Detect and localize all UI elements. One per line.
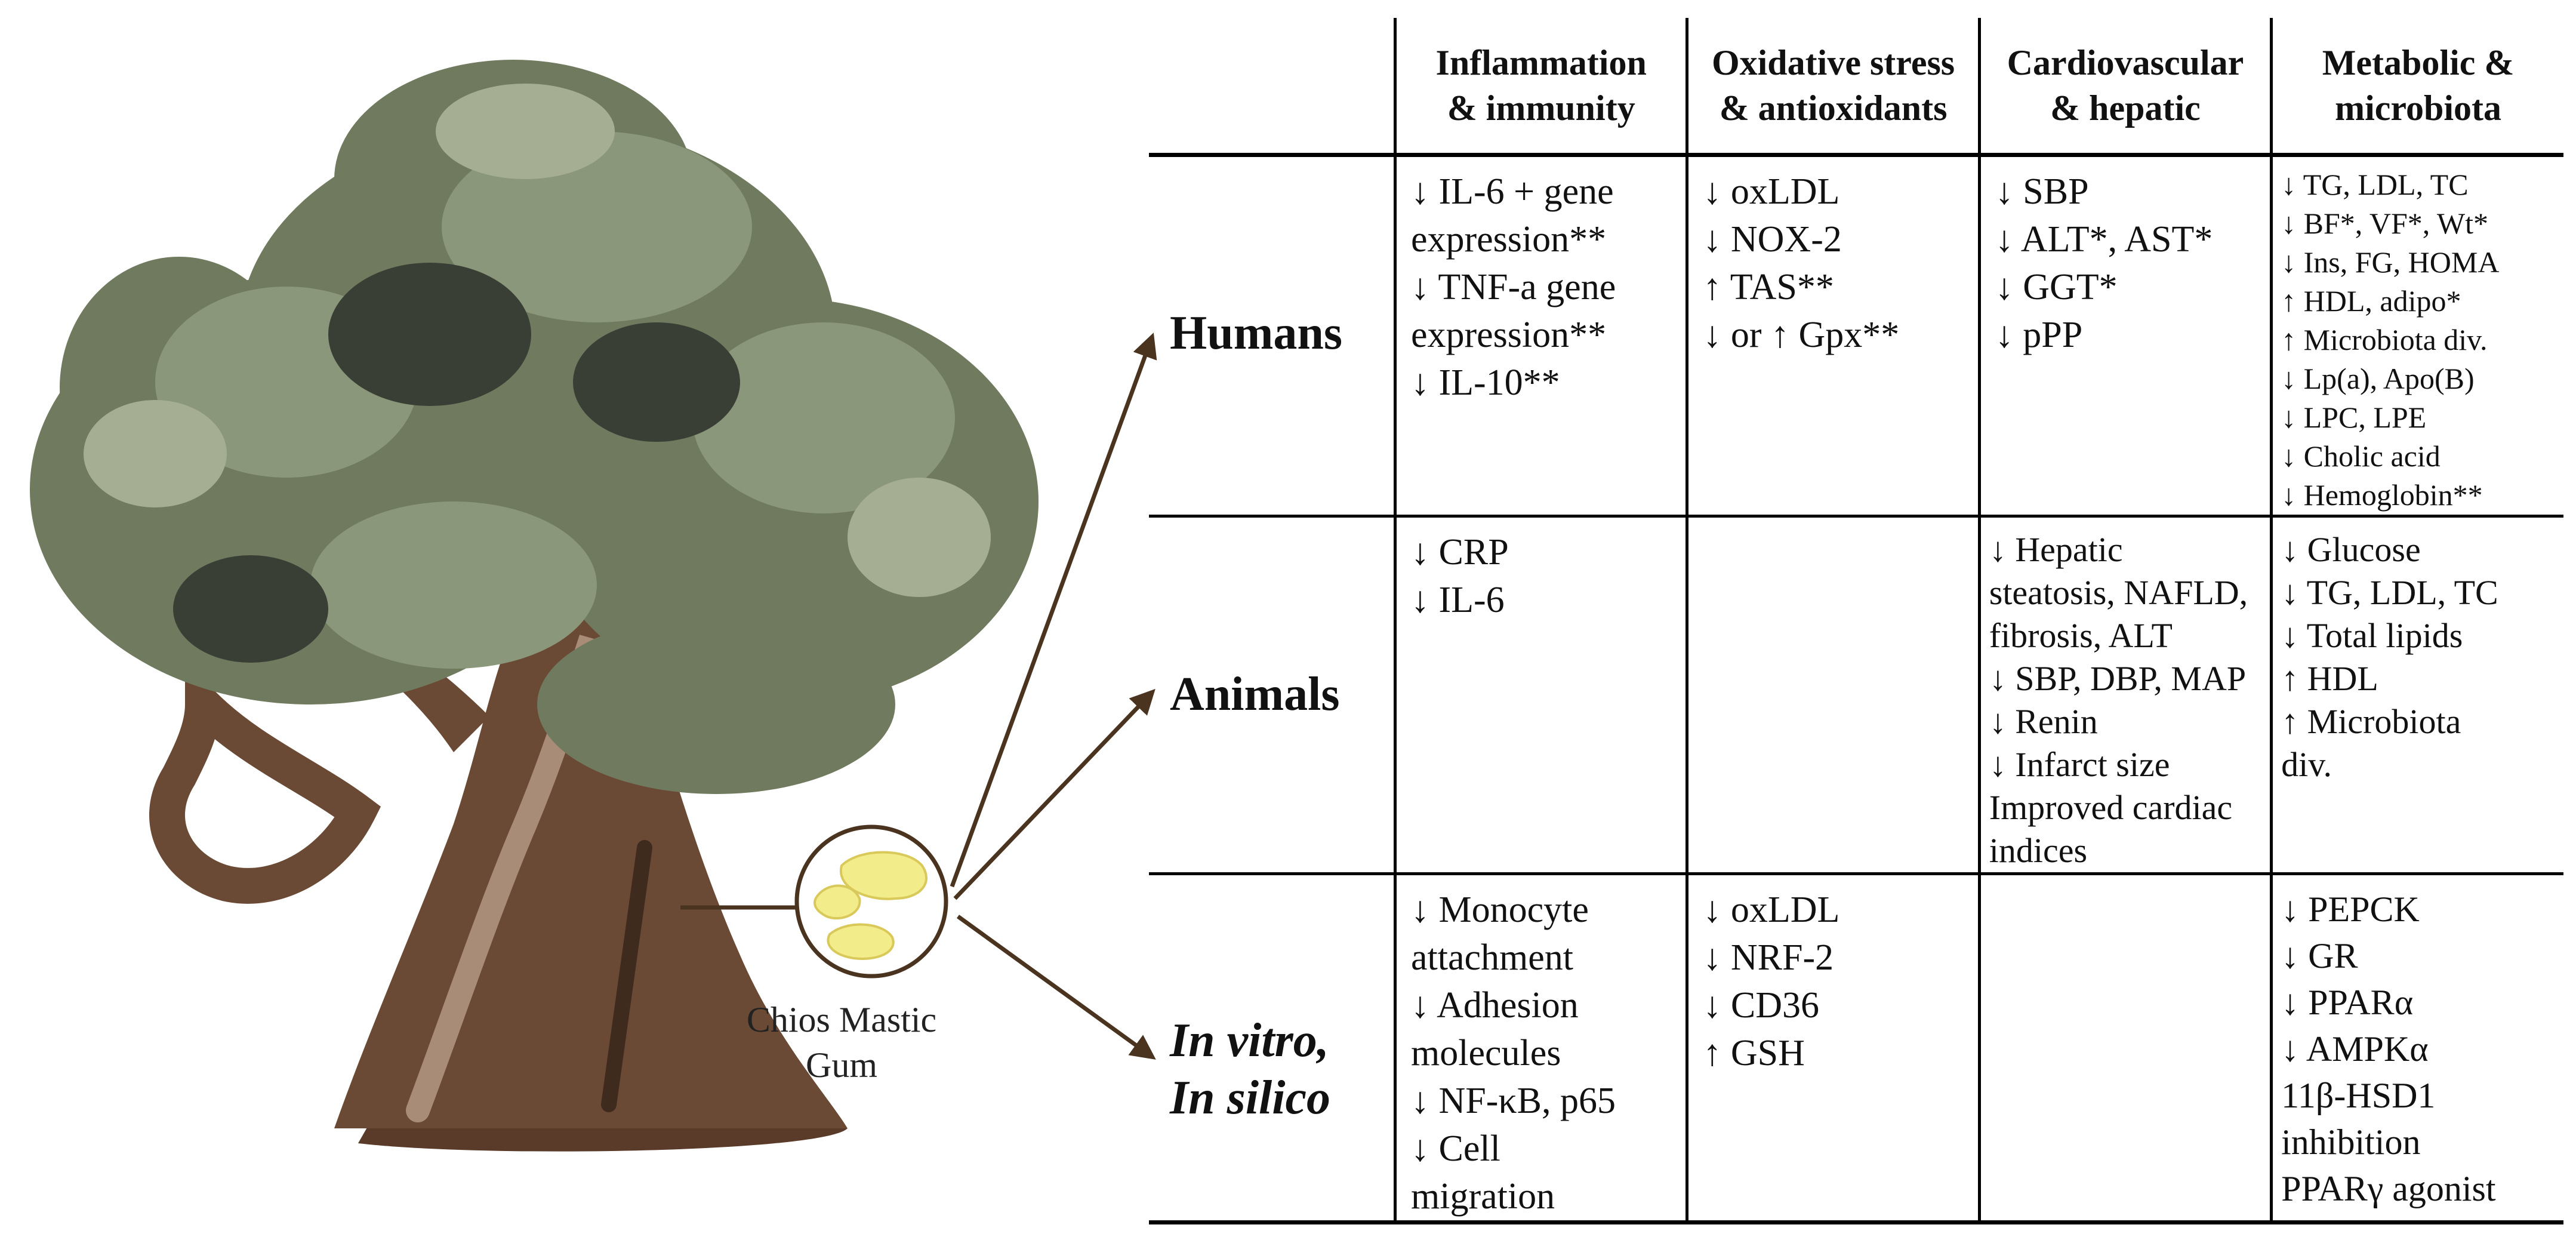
header-metabolic: Metabolic &microbiota	[2271, 18, 2563, 157]
mastic-gum-icon	[794, 824, 948, 979]
cell-line: fibrosis, ALT	[1989, 616, 2173, 655]
cell-line: ↓ NF-κB, p65	[1411, 1081, 1616, 1121]
arrow-to-animals	[953, 688, 1155, 900]
table-row-animals: ↓ CRP ↓ IL-6 ↓ Hepatic steatosis, NAFLD, fi…	[1149, 516, 2563, 875]
cell-line: div.	[2281, 745, 2332, 784]
cell-line: expression**	[1411, 315, 1607, 355]
cell-line: ↑ HDL	[2281, 659, 2378, 698]
header-oxidative: Oxidative stress& antioxidants	[1687, 18, 1981, 157]
cell-animals-cardiovascular: ↓ Hepatic steatosis, NAFLD, fibrosis, ALT ↓…	[1981, 518, 2270, 872]
cell-line: ↓ oxLDL	[1703, 171, 1840, 212]
table-row-humans: ↓ IL-6 + gene expression** ↓ TNF-a gene exp…	[1149, 155, 2563, 518]
arrow-to-humans	[950, 333, 1157, 888]
cell-line: ↓ IL-6	[1411, 580, 1505, 620]
table-row-invitro: ↓ Monocyte attachment ↓ Adhesion molecules ↓…	[1149, 873, 2563, 1224]
cell-humans-inflammation: ↓ IL-6 + gene expression** ↓ TNF-a gene exp…	[1397, 157, 1686, 407]
cell-line: 11β-HSD1	[2281, 1076, 2436, 1115]
cell-line: ↓ pPP	[1995, 315, 2083, 355]
cell-line: ↓ Renin	[1989, 702, 2098, 741]
cell-line: ↓ Infarct size	[1989, 745, 2170, 784]
cell-line: ↓ TG, LDL, TC	[2281, 168, 2469, 201]
cell-line: ↓ Total lipids	[2281, 616, 2463, 655]
cell-line: ↑ GSH	[1703, 1033, 1805, 1073]
cell-humans-oxidative: ↓ oxLDL ↓ NOX-2 ↑ TAS** ↓ or ↑ Gpx**	[1688, 157, 1977, 359]
cell-line: ↓ oxLDL	[1703, 890, 1840, 930]
cell-humans-metabolic: ↓ TG, LDL, TC ↓ BF*, VF*, Wt* ↓ Ins, FG, H…	[2273, 157, 2563, 515]
cell-line: ↓ Ins, FG, HOMA	[2281, 245, 2500, 279]
table-header-row: Inflammation& immunity Oxidative stress&…	[1149, 18, 2563, 157]
cell-line: ↓ SBP	[1995, 171, 2089, 212]
effects-table: Inflammation& immunity Oxidative stress&…	[1149, 18, 2563, 1224]
cell-line: ↓ NOX-2	[1703, 219, 1842, 260]
cell-line: ↓ BF*, VF*, Wt*	[2281, 207, 2488, 240]
cell-line: ↓ Hemoglobin**	[2281, 478, 2483, 512]
cell-line: ↓ Hepatic	[1989, 530, 2123, 569]
cell-line: ↓ LPC, LPE	[2281, 401, 2427, 434]
cell-line: inhibition	[2281, 1122, 2421, 1162]
cell-line: expression**	[1411, 219, 1607, 260]
cell-line: ↓ Adhesion	[1411, 985, 1579, 1026]
arrow-to-invitro	[956, 915, 1156, 1060]
mastic-gum-caption: Chios Mastic Gum	[746, 1000, 937, 1085]
cell-line: PPARγ agonist	[2281, 1169, 2496, 1208]
cell-line: steatosis, NAFLD,	[1989, 573, 2248, 612]
cell-line: ↑ HDL, adipo*	[2281, 284, 2461, 318]
cell-humans-cardiovascular: ↓ SBP ↓ ALT*, AST* ↓ GGT* ↓ pPP	[1981, 157, 2270, 359]
header-cardiovascular: Cardiovascular& hepatic	[1979, 18, 2273, 157]
cell-animals-inflammation: ↓ CRP ↓ IL-6	[1397, 518, 1686, 624]
cell-animals-oxidative	[1688, 518, 1977, 528]
cell-line: ↓ CD36	[1703, 985, 1820, 1026]
cell-line: ↓ GGT*	[1995, 267, 2118, 307]
cell-line: ↑ TAS**	[1703, 267, 1834, 307]
cell-line: ↓ GR	[2281, 936, 2358, 976]
mastic-tree-illustration	[30, 60, 1039, 1152]
cell-line: attachment	[1411, 937, 1573, 978]
cell-line: ↓ Cholic acid	[2281, 439, 2441, 473]
cell-line: ↓ ALT*, AST*	[1995, 219, 2213, 260]
cell-line: ↓ or ↑ Gpx**	[1703, 315, 1900, 355]
cell-line: ↓ TG, LDL, TC	[2281, 573, 2498, 612]
cell-invitro-metabolic: ↓ PEPCK ↓ GR ↓ PPARα ↓ AMPKα 11β-HSD1 inhibit…	[2273, 875, 2563, 1212]
cell-line: ↓ Glucose	[2281, 530, 2421, 569]
header-inflammation: Inflammation& immunity	[1395, 18, 1689, 157]
cell-line: ↓ TNF-a gene	[1411, 267, 1616, 307]
header-empty	[1149, 18, 1397, 157]
cell-line: ↓ Lp(a), Apo(B)	[2281, 362, 2475, 395]
cell-line: ↓ NRF-2	[1703, 937, 1834, 978]
cell-line: indices	[1989, 831, 2088, 870]
cell-line: ↑ Microbiota div.	[2281, 323, 2488, 356]
cell-line: ↓ PPARα	[2281, 983, 2414, 1022]
cell-line: ↓ IL-6 + gene	[1411, 171, 1614, 212]
cell-line: molecules	[1411, 1033, 1561, 1073]
cell-animals-metabolic: ↓ Glucose ↓ TG, LDL, TC ↓ Total lipids ↑ HD…	[2273, 518, 2563, 786]
cell-line: ↓ AMPKα	[2281, 1029, 2429, 1069]
cell-line: ↓ Monocyte	[1411, 890, 1589, 930]
cell-line: Improved cardiac	[1989, 788, 2233, 827]
cell-line: ↓ PEPCK	[2281, 890, 2420, 929]
cell-invitro-inflammation: ↓ Monocyte attachment ↓ Adhesion molecules ↓…	[1397, 875, 1686, 1220]
cell-invitro-cardiovascular	[1981, 875, 2270, 886]
cell-line: ↓ SBP, DBP, MAP	[1989, 659, 2247, 698]
cell-invitro-oxidative: ↓ oxLDL ↓ NRF-2 ↓ CD36 ↑ GSH	[1688, 875, 1977, 1077]
cell-line: ↓ CRP	[1411, 532, 1509, 573]
cell-line: migration	[1411, 1176, 1555, 1217]
cell-line: ↑ Microbiota	[2281, 702, 2461, 741]
cell-line: ↓ IL-10**	[1411, 362, 1560, 403]
cell-line: ↓ Cell	[1411, 1128, 1500, 1169]
